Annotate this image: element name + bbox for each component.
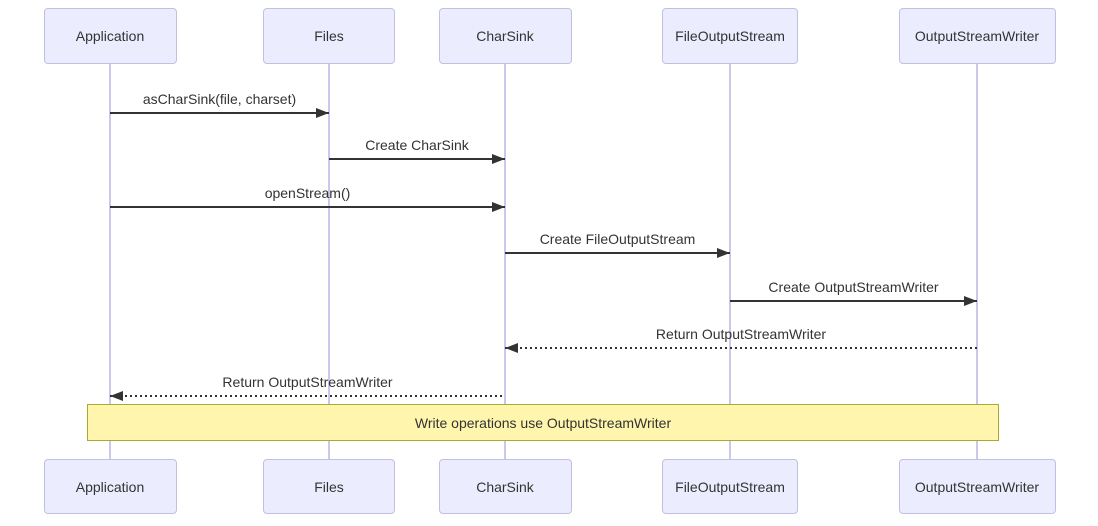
- message-label: openStream(): [264, 185, 351, 201]
- message-label: Create OutputStreamWriter: [768, 279, 939, 295]
- message-label: asCharSink(file, charset): [142, 91, 297, 107]
- message-arrowhead: [492, 153, 505, 164]
- message-line: [110, 395, 505, 397]
- message-line: [505, 347, 977, 349]
- message-arrowhead: [110, 390, 123, 401]
- message-label: Create CharSink: [365, 137, 469, 153]
- message-arrowhead: [964, 295, 977, 306]
- participant-label: CharSink: [476, 28, 534, 44]
- participant-label: FileOutputStream: [675, 28, 785, 44]
- lifeline-outputstreamwriter: [976, 64, 978, 459]
- note-text: Write operations use OutputStreamWriter: [414, 414, 672, 431]
- message-arrowhead: [717, 247, 730, 258]
- message-line: [505, 252, 730, 254]
- message-arrowhead: [492, 201, 505, 212]
- message-label: Create FileOutputStream: [539, 231, 696, 247]
- participant-label: CharSink: [476, 478, 534, 495]
- participant-label: Files: [314, 28, 344, 44]
- message-arrowhead: [316, 107, 329, 118]
- participant-box-charsink-bottom: CharSink: [438, 459, 572, 514]
- participant-box-files-top: Files: [263, 8, 395, 64]
- lifeline-application: [109, 64, 111, 459]
- message-line: [110, 112, 329, 114]
- participant-label: Application: [75, 28, 145, 44]
- lifeline-fileoutputstream: [729, 64, 731, 459]
- participant-box-fileoutputstream-top: FileOutputStream: [662, 8, 798, 64]
- participant-box-application-top: Application: [43, 8, 177, 64]
- participant-label: FileOutputStream: [675, 478, 785, 495]
- lifeline-files: [328, 64, 330, 459]
- participant-box-outputstreamwriter-bottom: OutputStreamWriter: [898, 459, 1056, 514]
- participant-box-fileoutputstream-bottom: FileOutputStream: [662, 459, 798, 514]
- participant-label: OutputStreamWriter: [914, 28, 1040, 44]
- message-label: Return OutputStreamWriter: [222, 374, 393, 390]
- message-line: [110, 206, 505, 208]
- note-box: Write operations use OutputStreamWriter: [87, 404, 999, 441]
- participant-label: Application: [75, 478, 145, 495]
- message-arrowhead: [505, 342, 518, 353]
- participant-box-outputstreamwriter-top: OutputStreamWriter: [898, 8, 1056, 64]
- message-line: [730, 300, 977, 302]
- participant-box-application-bottom: Application: [43, 459, 177, 514]
- participant-box-charsink-top: CharSink: [438, 8, 572, 64]
- participant-label: Files: [314, 478, 344, 495]
- lifeline-charsink: [504, 64, 506, 459]
- message-label: Return OutputStreamWriter: [655, 326, 827, 342]
- participant-box-files-bottom: Files: [263, 459, 395, 514]
- message-line: [329, 158, 505, 160]
- participant-label: OutputStreamWriter: [914, 478, 1040, 495]
